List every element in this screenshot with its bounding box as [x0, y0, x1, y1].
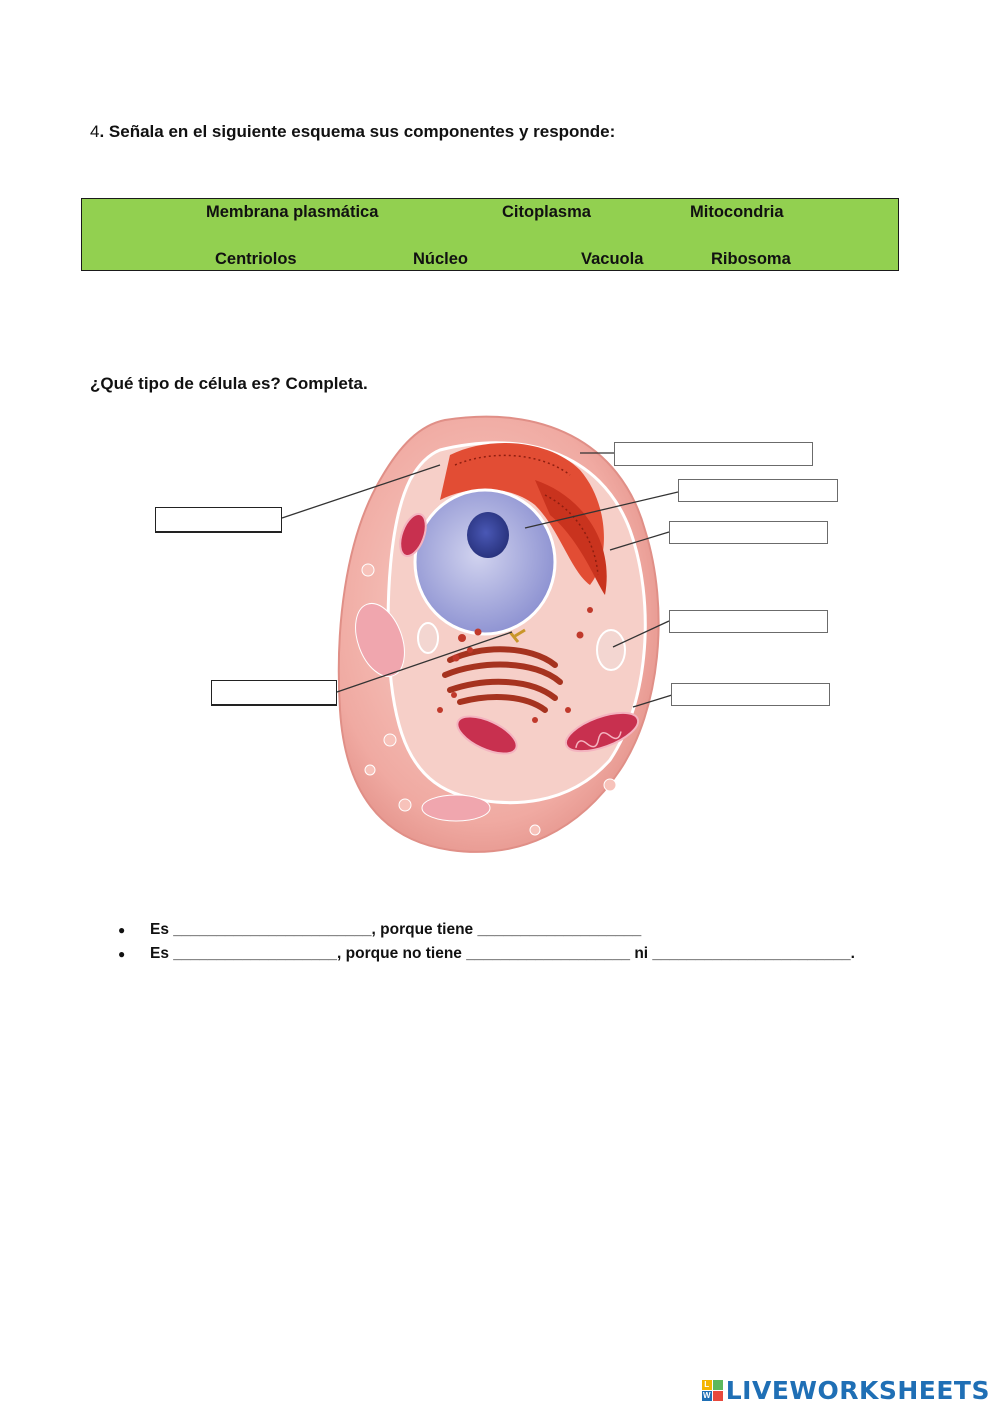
liveworksheets-logo: L W LIVEWORKSHEETS [701, 1376, 990, 1405]
question-cell-type: ¿Qué tipo de célula es? Completa. [90, 374, 368, 393]
rough-er-2 [535, 480, 607, 595]
answer-line-1-text[interactable]: Es _______________________, porque tiene… [150, 921, 642, 938]
answer-line-1: ● Es _______________________, porque tie… [118, 918, 855, 942]
nucleus [413, 488, 557, 636]
label-box-plasma-membrane[interactable] [155, 507, 282, 533]
label-box-vacuole[interactable] [669, 610, 828, 633]
answer-line-2-text[interactable]: Es ___________________, porque no tiene … [150, 945, 855, 962]
logo-text: LIVEWORKSHEETS [725, 1376, 990, 1405]
label-box-nucleus[interactable] [678, 479, 838, 502]
word-membrana[interactable]: Membrana plasmática [206, 203, 379, 221]
bullet-icon: ● [118, 947, 126, 961]
word-bank: Membrana plasmática Citoplasma Mitocondr… [81, 198, 899, 271]
mitochondria [399, 512, 640, 755]
question-text: . Señala en el siguiente esquema sus com… [99, 122, 616, 141]
word-citoplasma[interactable]: Citoplasma [502, 203, 591, 221]
logo-mark-icon: L W [701, 1380, 723, 1401]
label-box-cytoplasm[interactable] [669, 521, 828, 544]
word-nucleo[interactable]: Núcleo [413, 250, 469, 268]
nucleolus [467, 512, 509, 558]
question-4-title: 4. Señala en el siguiente esquema sus co… [90, 122, 615, 142]
answer-list: ● Es _______________________, porque tie… [118, 918, 855, 966]
leader-lines [281, 452, 679, 708]
word-centriolos[interactable]: Centriolos [215, 250, 297, 268]
centrioles [508, 628, 526, 643]
question-number: 4 [90, 122, 100, 141]
ribosomes [437, 607, 593, 723]
label-box-centrioles[interactable] [211, 680, 337, 706]
rough-er [440, 443, 604, 585]
word-ribosoma[interactable]: Ribosoma [711, 250, 791, 268]
word-mitocondria[interactable]: Mitocondria [690, 203, 784, 221]
outer-cytoplasm-vesicles [355, 563, 617, 836]
answer-line-2: ● Es ___________________, porque no tien… [118, 942, 855, 966]
word-vacuola[interactable]: Vacuola [581, 250, 644, 268]
animal-cell-diagram [281, 415, 679, 853]
vacuole [596, 629, 626, 671]
vacuole-2 [417, 622, 439, 654]
golgi-apparatus [442, 646, 563, 713]
label-box-er[interactable] [614, 442, 813, 466]
label-box-mitochondria[interactable] [671, 683, 830, 706]
bullet-icon: ● [118, 923, 126, 937]
